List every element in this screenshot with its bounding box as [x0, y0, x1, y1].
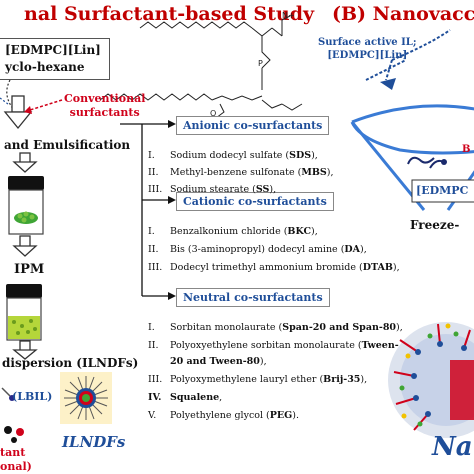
molecule-n-plus: N+ — [282, 11, 295, 20]
vial-1 — [8, 176, 44, 235]
dispersion-label: dispersion (ILNDFs) — [2, 356, 139, 370]
neutral-item-5: V.Polyethylene glycol (PEG). — [148, 410, 300, 421]
molecule-o: O — [210, 109, 216, 118]
conventional-surfactants-label: Conventional surfactants — [64, 92, 145, 120]
lbil-molecule — [1, 387, 15, 401]
molecule-structure — [99, 15, 303, 119]
neutral-header: Neutral co-surfactants — [176, 288, 330, 307]
right-title: (B) Nanovaccin — [332, 3, 474, 25]
neutral-item-1: I.Sorbitan monolaurate (Span-20 and Span… — [148, 322, 403, 333]
cationic-item-2: II.Bis (3-aminopropyl) dodecyl amine (DA… — [148, 244, 367, 255]
cationic-header: Cationic co-surfactants — [176, 192, 334, 211]
anionic-item-3: III.Sodium stearate (SS), — [148, 184, 277, 195]
ipm-label: IPM — [14, 262, 45, 277]
edmpc-label-box — [411, 179, 474, 203]
cationic-item-1: I.Benzalkonium chloride (BKC), — [148, 226, 318, 237]
nanoparticle — [388, 322, 474, 438]
ilndf-particle — [60, 372, 112, 424]
funnel-rim — [350, 121, 474, 155]
solvent-box: [EDMPC][Lin] yclo-hexane — [0, 38, 110, 80]
inner-strands — [407, 156, 435, 165]
molecule-label-line-2: [EDMPC][Lin] — [327, 50, 408, 61]
na-label: Na — [432, 432, 473, 462]
right-b-fragment: B — [462, 144, 471, 155]
neutral-item-2: II.Polyoxyethylene sorbitan monolaurate … — [148, 340, 399, 351]
dotted-curve-arrow — [391, 29, 451, 61]
onal-label: onal) — [0, 460, 32, 473]
molecule-p: P — [258, 59, 263, 68]
emulsification-label: and Emulsification — [4, 138, 131, 152]
ilndfs-label: ILNDFs — [62, 433, 126, 451]
molecule-label: Surface active IL; [EDMPC][Lin] — [318, 36, 417, 62]
conventional-arrow — [29, 99, 63, 111]
arrow-down-4 — [12, 340, 38, 360]
neutral-item-3: III.Polyoxymethylene lauryl ether (Brij-… — [148, 374, 368, 385]
legend-dots — [4, 426, 24, 443]
neutral-item-2-cont: 20 and Tween-80), — [170, 356, 267, 367]
molecule-label-line-1: Surface active IL; — [318, 37, 417, 48]
vial-2 — [6, 284, 42, 341]
arrow-down-1 — [3, 95, 33, 130]
blue-dotted-line — [0, 97, 9, 105]
anionic-item-2: II.Methyl-benzene sulfonate (MBS), — [148, 167, 334, 178]
anionic-item-1: I.Sodium dodecyl sulfate (SDS), — [148, 150, 318, 161]
cationic-item-3: III.Dodecyl trimethyl ammonium bromide (… — [148, 262, 400, 273]
right-panel-graphics — [350, 29, 474, 438]
bracket-arrow-2 — [168, 196, 176, 204]
box-line-2: yclo-hexane — [5, 60, 85, 74]
bracket-arrow-3 — [168, 292, 176, 300]
box-line-1: [EDMPC][Lin] — [5, 43, 101, 57]
conventional-line: Conventional surfactants — [64, 92, 146, 119]
bracket-arrow-1 — [168, 120, 176, 128]
edmpc-label: [EDMPC — [416, 184, 469, 197]
lbil-label: (LBIL) — [12, 390, 53, 403]
anionic-header: Anionic co-surfactants — [176, 116, 330, 135]
funnel-outer — [351, 104, 474, 124]
neutral-item-4: IV.Squalene, — [148, 392, 223, 403]
left-title: nal Surfactant-based Study — [24, 3, 315, 25]
bracket-tree — [120, 123, 168, 297]
freeze-label: Freeze- — [410, 218, 460, 232]
tant-label: tant — [0, 446, 26, 459]
arrow-down-3 — [12, 235, 38, 257]
arrow-down-2 — [12, 152, 38, 173]
